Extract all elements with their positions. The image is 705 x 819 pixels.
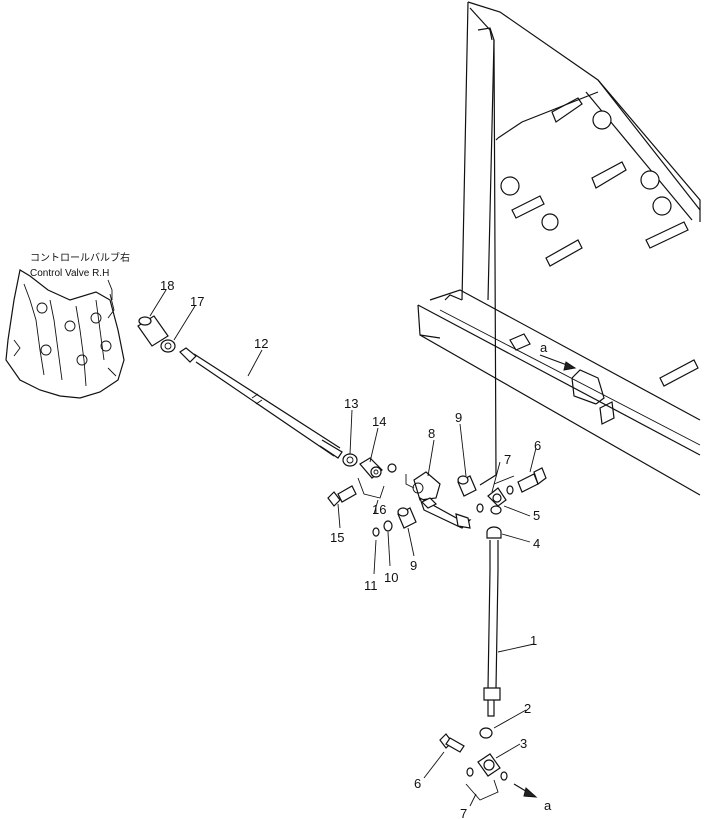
label-part-10: 10 [384, 570, 398, 585]
label-part-2: 2 [524, 701, 531, 716]
part-15-bolt [327, 485, 357, 507]
arrow-ref-label-lower: a [544, 798, 552, 813]
label-part-7-lower: 7 [460, 806, 467, 819]
part-3-joint-lower [477, 753, 501, 777]
cone-pin [545, 239, 583, 267]
control-valve-rh: コントロールバルブ右 Control Valve R.H [5, 251, 130, 399]
label-part-16: 16 [372, 502, 386, 517]
label-part-4: 4 [533, 536, 540, 551]
label-part-9-upper: 9 [455, 410, 462, 425]
part-6-bolt-upper [517, 467, 547, 493]
cone-pin [591, 161, 660, 190]
label-part-6-upper: 6 [534, 438, 541, 453]
label-part-9-lower: 9 [410, 558, 417, 573]
label-part-17: 17 [190, 294, 204, 309]
arrow-ref-label-upper: a [540, 340, 548, 355]
part-17-nut [160, 339, 176, 353]
label-part-13: 13 [344, 396, 358, 411]
label-part-14: 14 [372, 414, 386, 429]
part-9-bushing-lower [397, 507, 417, 529]
label-part-1: 1 [530, 633, 537, 648]
part-18-joint [137, 315, 169, 347]
part-2-nut [479, 727, 493, 739]
part-13-nut [342, 453, 358, 467]
part-4-nut [486, 526, 502, 539]
caption-en: Control Valve R.H [30, 268, 109, 279]
part-12-rod [179, 347, 343, 459]
cone-pin [659, 359, 699, 387]
part-7-bracket-lower [465, 767, 508, 801]
part-10-washer [383, 520, 393, 532]
label-part-11: 11 [364, 578, 378, 593]
leader-lines [149, 289, 537, 807]
label-part-8: 8 [428, 426, 435, 441]
label-part-5: 5 [533, 508, 540, 523]
cone-pin [645, 196, 689, 249]
label-part-18: 18 [160, 278, 174, 293]
label-part-3: 3 [520, 736, 527, 751]
lever-frame: a [417, 1, 701, 496]
label-part-7-upper: 7 [504, 452, 511, 467]
part-9-bushing-upper [457, 475, 477, 497]
label-part-15: 15 [330, 530, 344, 545]
part-14-joint [359, 457, 383, 479]
part-labels: 1 2 3 4 5 6 6 7 7 8 9 9 10 11 12 13 14 1… [160, 278, 541, 819]
part-11-washer [372, 527, 380, 537]
cone-pin [551, 97, 612, 130]
cone-pin [500, 176, 559, 231]
part-6-bolt-lower [439, 733, 465, 753]
part-7-bracket-upper [476, 475, 515, 513]
label-part-6-lower: 6 [414, 776, 421, 791]
caption-jp: コントロールバルブ右 [30, 251, 130, 264]
part-1-rod [483, 540, 501, 717]
part-16-bracket [357, 463, 397, 499]
part-8-lever [405, 471, 472, 529]
part-5-joint-upper [487, 487, 507, 515]
label-part-12: 12 [254, 336, 268, 351]
